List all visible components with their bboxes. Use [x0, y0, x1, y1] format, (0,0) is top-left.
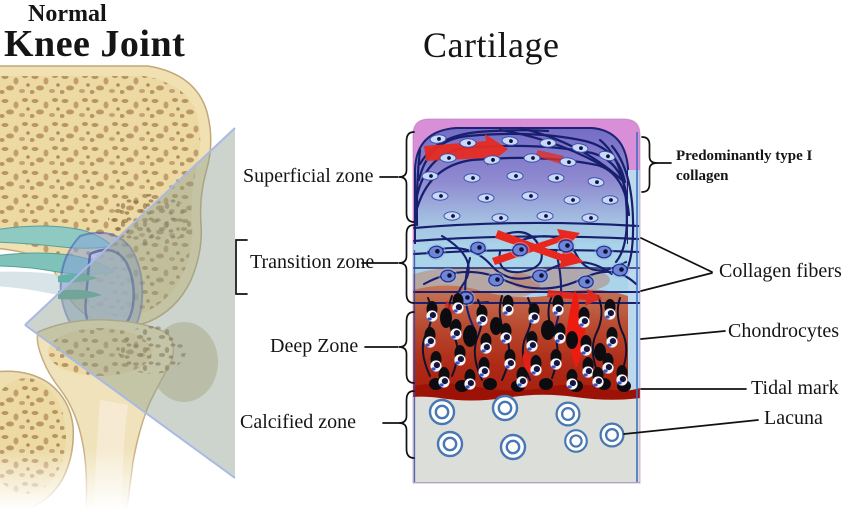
magnifier-cone: [24, 127, 236, 479]
cartilage-panel-title: Cartilage: [423, 25, 560, 65]
zone-label-superficial: Superficial zone: [243, 165, 374, 187]
annotation-type1-collagen: Predominantly type I collagen: [676, 148, 813, 185]
knee-panel-subtitle: Normal: [28, 1, 107, 27]
knee-joint-illustration: [0, 65, 240, 508]
zone-label-transition: Transition zone: [250, 251, 375, 273]
zone-label-calcified: Calcified zone: [240, 411, 357, 433]
cartilage-diagram-outline: [412, 118, 641, 484]
annotation-pointers: [235, 131, 759, 459]
bottom-white-fade: [0, 448, 240, 508]
right-edge-strip: [628, 170, 640, 398]
collagen-fibers-transition: [413, 231, 640, 338]
knee-panel-title: Knee Joint: [4, 23, 186, 65]
annotation-tidal-mark: Tidal mark: [751, 377, 839, 399]
zone-label-deep: Deep Zone: [270, 335, 359, 357]
annotation-lacuna: Lacuna: [764, 407, 823, 429]
cartilage-diagram: [413, 119, 640, 483]
annotation-collagen-fibers: Collagen fibers: [719, 260, 842, 282]
annotation-chondrocytes: Chondrocytes: [728, 320, 840, 342]
